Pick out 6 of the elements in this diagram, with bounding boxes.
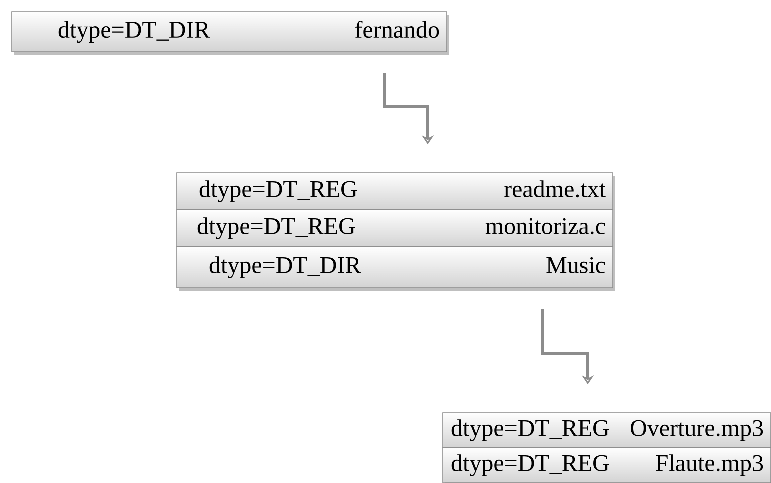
table-row: dtype=DT_DIR Music [176, 246, 615, 291]
table-row: dtype=DT_REG Overture.mp3 [442, 412, 771, 451]
table-row: dtype=DT_REG readme.txt [176, 172, 615, 213]
table-row: dtype=DT_DIR fernando [12, 12, 449, 55]
table-row: dtype=DT_REG Flaute.mp3 [442, 448, 771, 483]
table-row: dtype=DT_REG monitoriza.c [176, 210, 615, 250]
